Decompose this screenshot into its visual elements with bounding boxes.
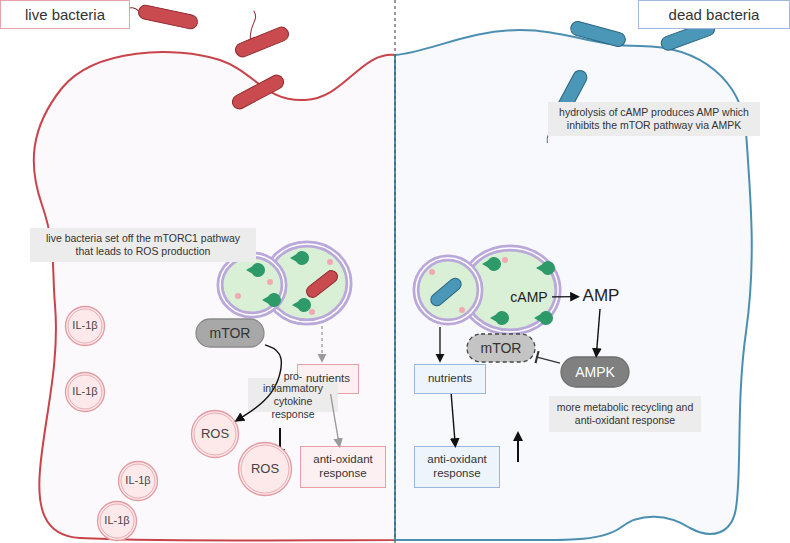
lysosome-enzyme <box>534 311 553 325</box>
note-box: hydrolysis of cAMP produces AMP which in… <box>548 102 760 136</box>
node-text: IL-1β <box>104 514 129 527</box>
flow-arrow <box>321 326 322 361</box>
molecule-label: cAMP <box>506 286 552 308</box>
vesicle-dot <box>309 309 315 315</box>
arrow-connector <box>552 296 578 298</box>
circle-shape <box>98 502 137 541</box>
process-box: anti-oxidant response <box>300 446 386 488</box>
node-text: IL-1β <box>125 474 150 487</box>
node-text: IL-1β <box>72 385 97 398</box>
lysosome-enzyme <box>536 261 555 275</box>
node-text: pro-inflammatory cytokine response <box>254 370 332 420</box>
panel-title: dead bacteria <box>638 0 790 29</box>
bacterium <box>569 20 627 48</box>
bacterium <box>224 2 291 59</box>
circle-shape <box>239 443 292 496</box>
pill-shape <box>467 334 535 362</box>
circle-inner-ring <box>100 504 134 538</box>
circle-shape <box>66 373 105 412</box>
node-text: live bacteria set off the mTORC1 pathway… <box>36 232 250 257</box>
node-text: hydrolysis of cAMP produces AMP which in… <box>554 106 754 131</box>
cytokine-circle: IL-1β <box>64 371 106 413</box>
node-text: live bacteria <box>25 6 105 24</box>
vesicle-dot <box>327 259 333 265</box>
node-text: anti-oxidant response <box>418 453 496 481</box>
protein-pill: mTOR <box>195 318 265 348</box>
circle-inner-ring <box>68 375 102 409</box>
lysosome-enzyme <box>292 298 311 312</box>
flow-arrow <box>439 327 440 361</box>
panel-title: live bacteria <box>0 0 130 29</box>
node-text: more metabolic recycling and anti-oxidan… <box>555 401 695 426</box>
process-box: nutrients <box>414 364 486 394</box>
bacterium <box>230 73 286 112</box>
node-text: anti-oxidant response <box>304 453 382 481</box>
node-text: nutrients <box>428 372 472 386</box>
vesicle-dot <box>459 307 465 313</box>
ros-circle: ROS <box>190 409 240 459</box>
pill-shape <box>561 357 629 387</box>
arrow-connector <box>596 309 600 356</box>
circle-shape <box>66 307 105 346</box>
vesicle-dot <box>429 269 435 275</box>
live-cell-outline <box>34 52 395 540</box>
arrow-connector <box>451 394 455 446</box>
node-text: ROS <box>201 426 229 442</box>
node-text: mTOR <box>210 325 251 342</box>
circle-inner-ring <box>194 413 236 455</box>
node-text: IL-1β <box>72 319 97 332</box>
arrow-connector <box>236 345 281 421</box>
note-box: live bacteria set off the mTORC1 pathway… <box>30 228 256 262</box>
ros-circle: ROS <box>237 441 293 497</box>
note-box: pro-inflammatory cytokine response <box>248 378 338 412</box>
cytokine-circle: IL-1β <box>96 500 138 542</box>
cytokine-circle: IL-1β <box>117 460 159 502</box>
node-text: cAMP <box>510 289 547 306</box>
bacterium <box>304 268 340 300</box>
circle-inner-ring <box>241 445 289 493</box>
node-text: mTOR <box>481 340 522 357</box>
vesicle-dot <box>502 257 508 263</box>
protein-pill: AMPK <box>560 356 630 388</box>
cytokine-circle: IL-1β <box>64 305 106 347</box>
vesicle-dot <box>235 293 241 299</box>
lysosome-enzyme <box>290 251 309 265</box>
divider-line <box>394 0 395 543</box>
molecule-label: AMP <box>578 284 624 309</box>
lysosome-enzyme <box>482 257 501 271</box>
circle-inner-ring <box>68 309 102 343</box>
note-box: more metabolic recycling and anti-oxidan… <box>549 396 701 432</box>
bacterium <box>428 276 463 308</box>
arrow-connector <box>331 394 340 446</box>
lysosome-enzyme <box>262 293 281 307</box>
circle-shape <box>192 411 239 458</box>
increase-arrow <box>517 436 519 462</box>
node-text: ROS <box>251 461 279 477</box>
node-text: AMPK <box>575 364 615 381</box>
vesicle-dot <box>267 279 273 285</box>
circle-inner-ring <box>121 464 155 498</box>
process-box: anti-oxidant response <box>414 446 500 488</box>
lysosome-enzyme <box>246 263 265 277</box>
inhibition-line <box>536 357 560 363</box>
protein-pill: mTOR <box>466 333 536 363</box>
phagosome <box>416 248 558 332</box>
lysosome-enzyme <box>490 311 509 325</box>
node-text: dead bacteria <box>669 6 760 24</box>
circle-shape <box>119 462 158 501</box>
pill-shape <box>196 319 264 347</box>
node-text: AMP <box>583 286 620 306</box>
